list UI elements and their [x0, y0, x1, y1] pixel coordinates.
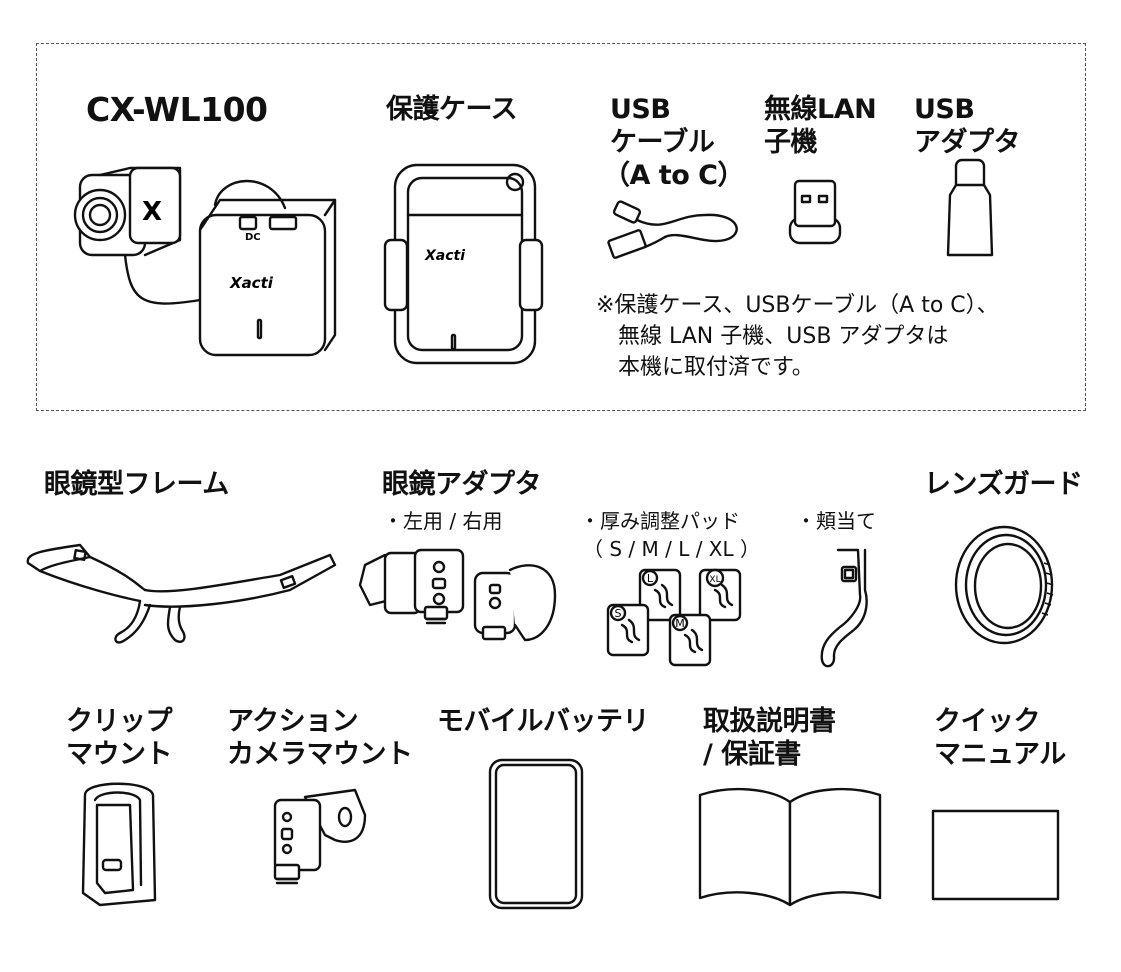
- clip-mount-label-1: クリップ: [66, 706, 173, 737]
- note-line-3: 本機に取付済です。: [618, 355, 814, 380]
- quick-manual-icon: [930, 808, 1060, 903]
- adapter-left-right: ・左用 / 右用: [383, 509, 503, 533]
- case-logo: Xacti: [424, 248, 465, 264]
- usb-cable-label-3: （A to C）: [603, 160, 744, 191]
- note-line-2: 無線 LAN 子機、USB アダプタは: [618, 324, 949, 349]
- manual-book-icon: [695, 780, 885, 910]
- usb-cable-icon: [605, 195, 750, 260]
- case-label: 保護ケース: [386, 94, 518, 125]
- glasses-frame-label: 眼鏡型フレーム: [44, 469, 229, 500]
- case-icon: Xacti: [380, 160, 550, 370]
- lens-guard-label: レンズガード: [924, 469, 1083, 500]
- clip-mount-label-2: マウント: [66, 739, 173, 770]
- cheek-guard-icon: [810, 545, 870, 670]
- glasses-frame-icon: [20, 535, 340, 655]
- quick-manual-label-2: マニュアル: [934, 739, 1066, 770]
- lens-guard-icon: [952, 523, 1057, 648]
- action-mount-label-1: アクション: [227, 706, 359, 737]
- pads-label-1: ・厚み調整パッド: [580, 509, 740, 533]
- included-items-box: [36, 43, 1086, 411]
- action-mount-icon: [265, 785, 375, 895]
- x-logo-icon: X: [142, 197, 162, 227]
- clip-mount-icon: [75, 775, 165, 910]
- battery-label: モバイルバッテリ: [437, 706, 650, 737]
- pads-label-2: （ S / M / L / XL ）: [583, 537, 761, 561]
- pad-size-l: L: [647, 572, 654, 585]
- unit-logo: Xacti: [229, 274, 274, 292]
- camera-unit-icon: DC Xacti X: [70, 160, 340, 360]
- action-mount-label-2: カメラマウント: [227, 739, 413, 770]
- glasses-adapter-icon: [355, 545, 565, 650]
- note-line-1: ※保護ケース、USBケーブル（A to C）、: [596, 293, 999, 318]
- pad-size-xl: XL: [709, 575, 720, 585]
- glasses-adapter-label: 眼鏡アダプタ: [382, 469, 542, 500]
- usb-adapter-label-2: アダプタ: [914, 127, 1021, 158]
- battery-icon: [480, 755, 590, 915]
- pad-size-m: M: [675, 617, 685, 630]
- usb-cable-label-2: ケーブル: [610, 127, 715, 158]
- quick-manual-label-1: クイック: [934, 706, 1041, 737]
- wifi-label-1: 無線LAN: [764, 94, 877, 125]
- main-unit-label: CX-WL100: [86, 90, 268, 129]
- usb-adapter-icon: [940, 155, 1000, 265]
- manual-label-1: 取扱説明書: [703, 706, 836, 737]
- wifi-label-2: 子機: [764, 127, 818, 158]
- usb-adapter-label-1: USB: [914, 94, 975, 125]
- usb-cable-label-1: USB: [610, 94, 671, 125]
- manual-label-2: / 保証書: [703, 739, 801, 770]
- pad-size-s: S: [615, 607, 622, 620]
- pads-icon: L XL S M: [600, 565, 770, 670]
- cheek-label: ・頬当て: [796, 509, 876, 533]
- preinstalled-note: ※保護ケース、USBケーブル（A to C）、 無線 LAN 子機、USB アダ…: [596, 290, 999, 383]
- wifi-dongle-icon: [785, 178, 845, 248]
- unit-port-label: DC: [245, 232, 261, 243]
